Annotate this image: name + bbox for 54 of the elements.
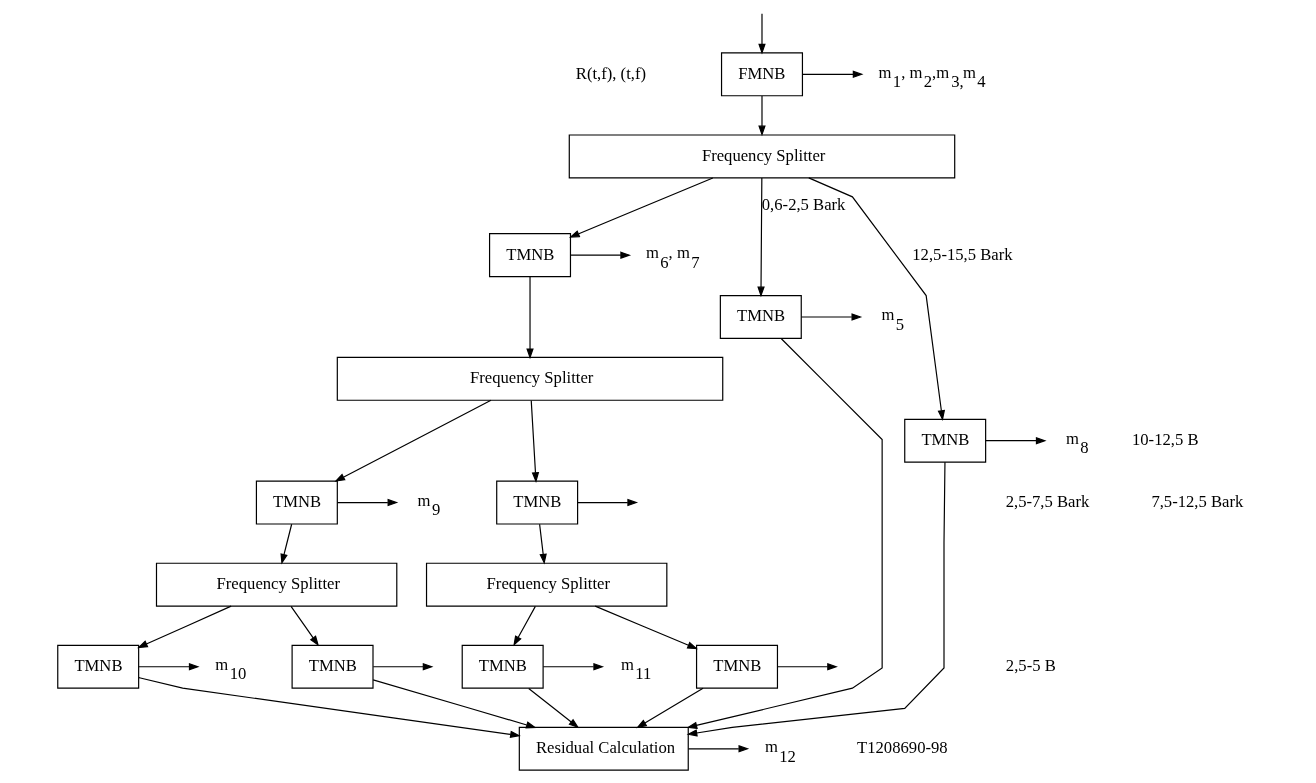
arrow — [801, 70, 863, 79]
arrow — [568, 177, 713, 238]
node-box: TMNB — [56, 644, 139, 689]
arrow — [527, 687, 579, 729]
arrow — [686, 338, 883, 729]
node-box: Frequency Splitter — [336, 356, 723, 401]
arrow — [336, 498, 398, 507]
edge-label: 0,6-2,5 Bark — [761, 195, 845, 215]
arrow — [538, 523, 547, 565]
node-box: Frequency Splitter — [425, 562, 667, 607]
node-box: TMNB — [903, 418, 986, 463]
node-box: Frequency Splitter — [568, 134, 955, 179]
label: 2,5-5 B — [1005, 656, 1056, 676]
arrow — [984, 436, 1047, 445]
arrow — [542, 662, 604, 671]
arrow — [594, 605, 698, 650]
node-box: TMNB — [488, 233, 571, 278]
node-box: Residual Calculation — [518, 726, 689, 771]
arrow — [333, 399, 492, 482]
node-box: TMNB — [461, 644, 544, 689]
label: T1208690-98 — [856, 738, 948, 758]
arrow — [372, 662, 433, 671]
node-box: TMNB — [291, 644, 374, 689]
arrow — [525, 276, 534, 360]
arrow — [576, 498, 638, 507]
arrow — [807, 177, 945, 421]
arrow — [136, 605, 232, 649]
arrow — [757, 13, 766, 55]
node-box: TMNB — [719, 294, 802, 339]
label: R(t,f), (t,f) — [575, 63, 646, 83]
edge-label: 12,5-15,5 Bark — [911, 244, 1013, 264]
arrow — [289, 605, 319, 647]
arrow — [512, 605, 536, 647]
label: 7,5-12,5 Bark — [1150, 491, 1243, 511]
node-box: TMNB — [695, 644, 778, 689]
arrow — [756, 177, 765, 298]
label: 2,5-7,5 Bark — [1005, 491, 1089, 511]
arrow — [530, 400, 539, 483]
node-box: TMNB — [495, 480, 578, 525]
arrow — [800, 313, 862, 321]
arrow — [776, 662, 838, 671]
arrow — [686, 461, 946, 737]
arrow — [372, 679, 537, 729]
label: 10-12,5 B — [1131, 430, 1199, 450]
arrow — [635, 687, 704, 729]
node-box: FMNB — [720, 52, 803, 97]
arrow — [137, 677, 521, 739]
node-box: TMNB — [255, 480, 338, 525]
node-box: Frequency Splitter — [155, 562, 397, 607]
arrow — [569, 251, 631, 259]
arrow — [137, 662, 200, 671]
arrow — [757, 95, 766, 137]
arrow — [279, 523, 292, 565]
arrow — [687, 745, 749, 753]
